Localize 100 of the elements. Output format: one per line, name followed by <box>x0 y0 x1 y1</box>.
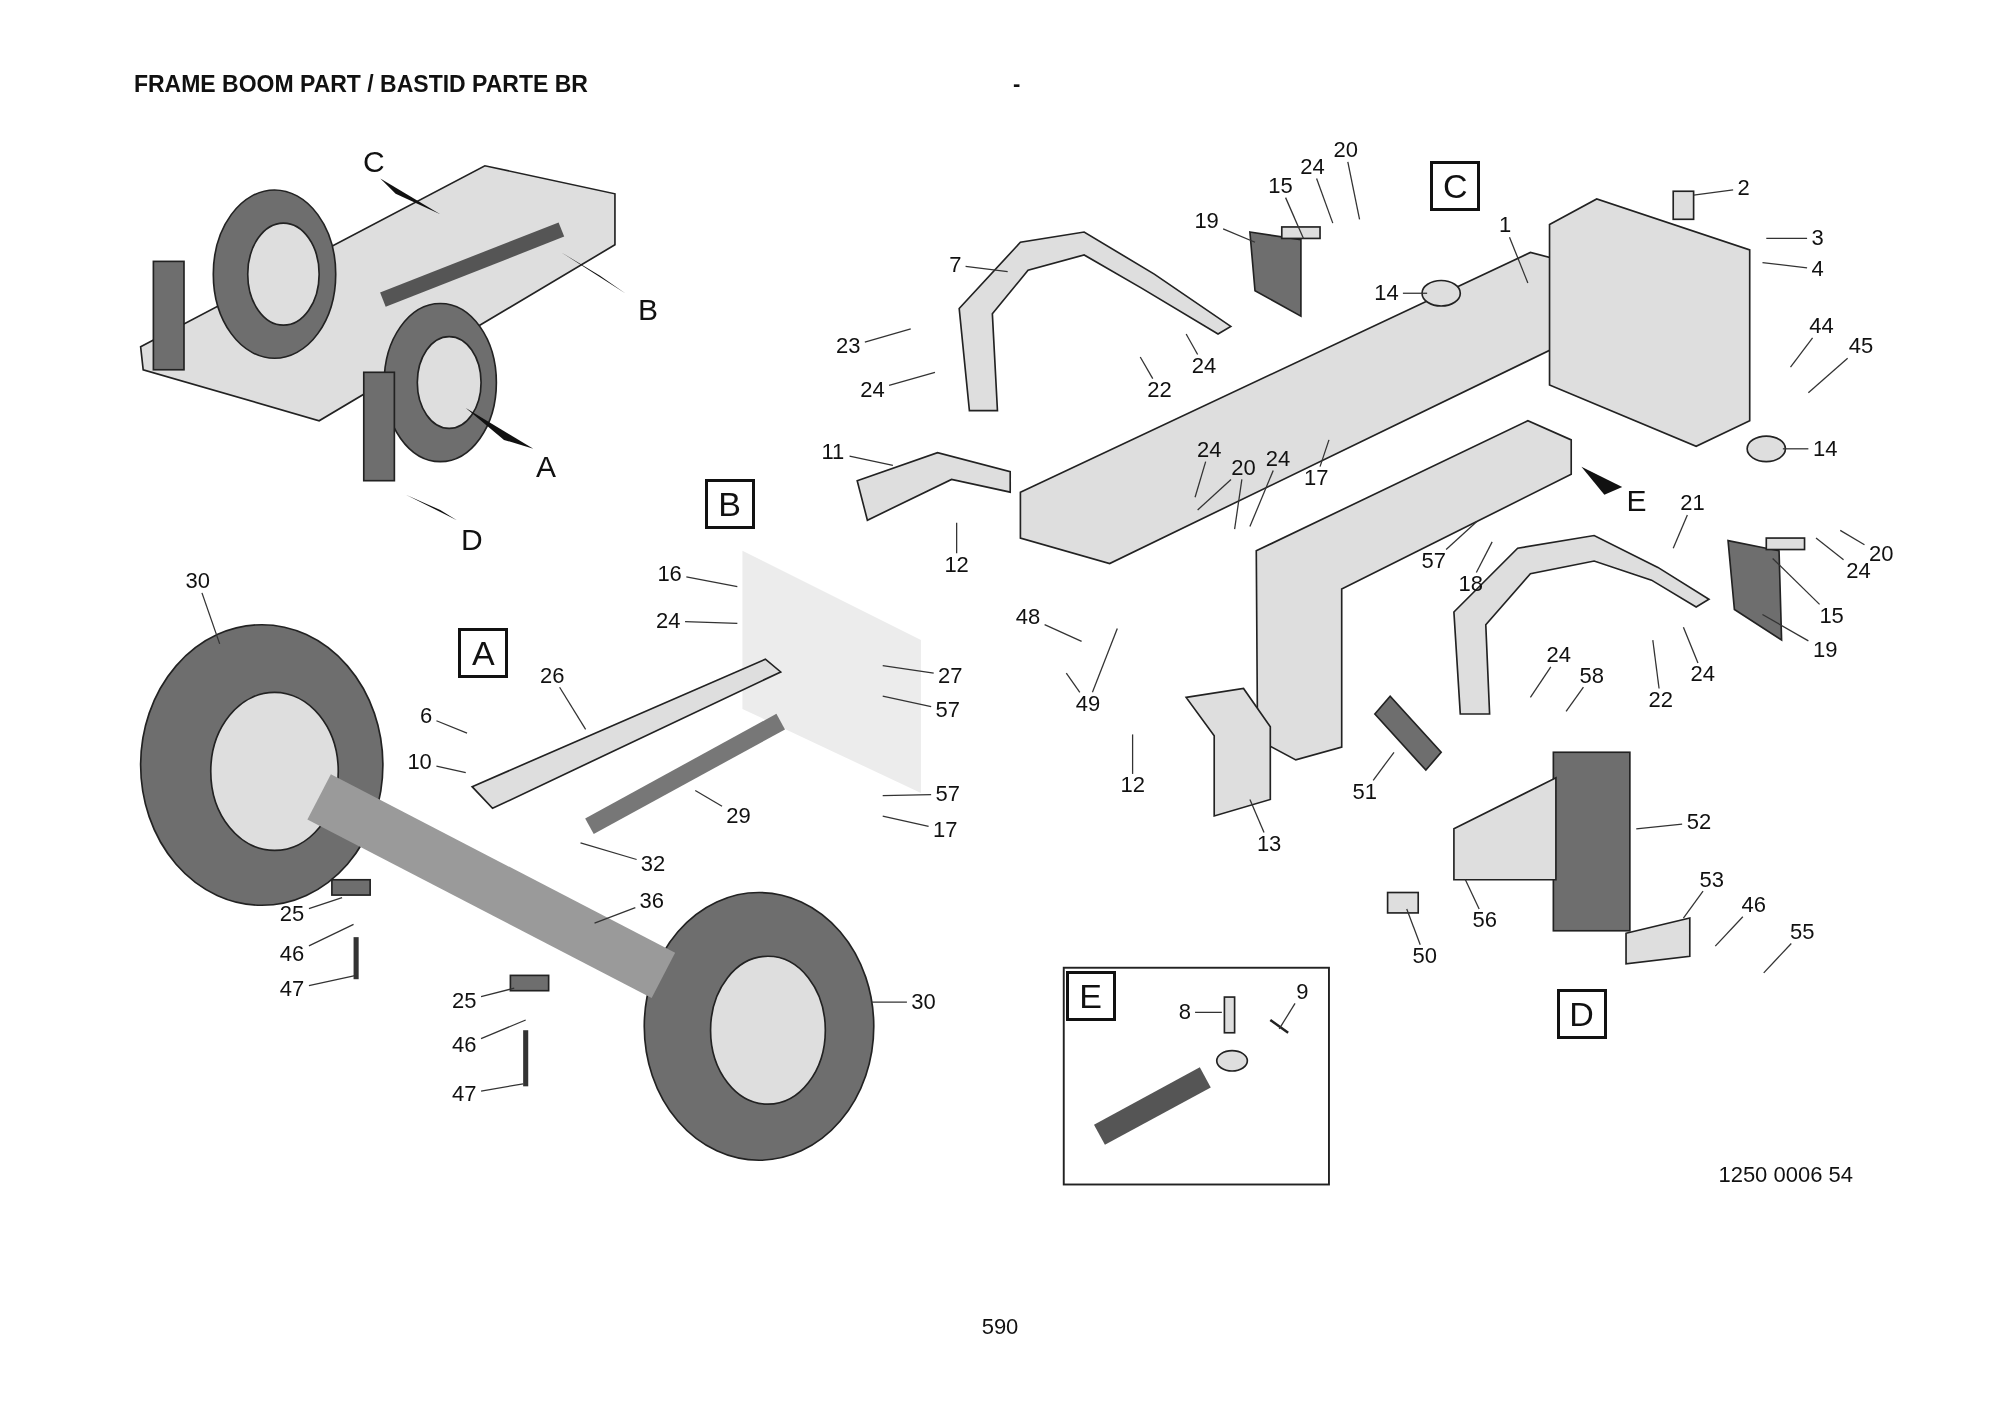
callout-number: 23 <box>831 335 865 359</box>
leader-line <box>888 371 936 387</box>
leader-line <box>1789 337 1814 368</box>
leader-line <box>848 455 894 466</box>
callout-number: 24 <box>855 378 889 402</box>
callout-number: 57 <box>931 698 965 722</box>
leader-line <box>1761 613 1809 642</box>
callout-number: 36 <box>635 890 669 914</box>
leader-line <box>1807 357 1849 394</box>
leader-line <box>579 842 638 861</box>
note-text: - <box>1012 73 1021 96</box>
callout-number: 21 <box>1676 492 1710 516</box>
leader-line <box>1635 823 1683 830</box>
view-marker-letter: B <box>637 294 658 325</box>
callout-number: 4 <box>1807 257 1828 281</box>
leader-line <box>1347 161 1361 220</box>
leader-line <box>308 897 343 910</box>
callout-number: 7 <box>945 253 966 277</box>
callout-number: 11 <box>816 441 850 465</box>
leader-line <box>1652 639 1660 690</box>
callout-number: 8 <box>1174 1001 1196 1025</box>
leader-line <box>480 987 515 998</box>
callout-number: 30 <box>906 991 941 1014</box>
leader-line <box>964 265 1009 273</box>
leader-line <box>1249 798 1265 834</box>
leader-line <box>870 1001 908 1003</box>
callout-number: 25 <box>275 903 309 926</box>
view-marker-letter: E <box>1626 486 1647 517</box>
callout-number: 57 <box>931 783 965 807</box>
callout-number: 2 <box>1733 177 1754 201</box>
leader-line <box>694 789 723 807</box>
callout-number: 46 <box>275 942 309 966</box>
callout-number: 27 <box>933 664 967 688</box>
leader-line <box>1839 529 1866 546</box>
leader-line <box>593 907 636 924</box>
callout-number: 24 <box>1295 155 1330 179</box>
callout-number: 14 <box>1369 281 1404 305</box>
leader-line <box>1091 627 1118 693</box>
leader-line <box>480 1083 524 1092</box>
leader-line <box>435 765 467 774</box>
callout-number: 1 <box>1494 214 1516 238</box>
callout-number: 46 <box>447 1034 481 1058</box>
leader-line <box>684 620 738 625</box>
callout-number: 16 <box>653 562 687 586</box>
callout-number: 17 <box>1299 466 1333 490</box>
note-text: 1250 0006 54 <box>1718 1163 1853 1186</box>
callout-number: 48 <box>1011 605 1045 629</box>
callout-number: 24 <box>1187 354 1221 378</box>
callout-number: 19 <box>1808 639 1842 662</box>
view-letter: C <box>1430 161 1481 212</box>
view-letter: A <box>458 628 509 679</box>
callout-number: 26 <box>535 664 569 688</box>
leader-line <box>558 686 587 730</box>
leader-line <box>882 794 932 797</box>
callout-number: 20 <box>1227 456 1261 480</box>
leader-line <box>1765 237 1808 240</box>
callout-number: 22 <box>1142 378 1176 402</box>
leader-line <box>1194 1011 1223 1013</box>
leader-line <box>1065 672 1081 693</box>
leader-line <box>308 974 357 987</box>
callout-number: 19 <box>1190 210 1224 234</box>
view-letter: E <box>1065 971 1116 1022</box>
callout-number: 17 <box>928 818 962 842</box>
leader-line <box>1692 189 1734 196</box>
leader-line <box>1222 228 1256 243</box>
callout-number: 45 <box>1844 335 1878 359</box>
leader-line <box>435 720 468 734</box>
callout-number: 24 <box>651 609 685 633</box>
leader-line <box>1464 879 1480 910</box>
callout-number: 9 <box>1292 980 1313 1004</box>
callout-number: 46 <box>1737 894 1771 918</box>
callout-number: 32 <box>636 853 670 877</box>
callout-number: 44 <box>1804 315 1838 338</box>
leader-line <box>201 592 221 645</box>
leader-line <box>1445 520 1478 551</box>
callout-number: 3 <box>1807 227 1828 250</box>
leader-line <box>1139 356 1154 380</box>
leader-line <box>1714 916 1744 947</box>
callout-number: 50 <box>1408 945 1442 969</box>
callout-number: 49 <box>1071 692 1105 716</box>
leader-line <box>1682 890 1704 919</box>
leader-line <box>1761 262 1808 269</box>
callout-number: 52 <box>1682 811 1716 835</box>
leader-line <box>1372 751 1395 781</box>
leader-line <box>882 664 935 674</box>
callout-number: 47 <box>275 978 309 1002</box>
callout-number: 15 <box>1264 174 1298 198</box>
leader-line <box>864 328 912 343</box>
callout-number: 13 <box>1252 832 1286 856</box>
view-marker-letter: C <box>362 147 385 177</box>
callout-number: 29 <box>721 804 756 828</box>
leader-line <box>1249 469 1274 528</box>
callout-number: 24 <box>1192 438 1226 462</box>
callout-number: 12 <box>1116 774 1150 798</box>
callout-number: 15 <box>1815 604 1849 628</box>
leader-line <box>882 695 932 708</box>
callout-number: 24 <box>1686 663 1720 687</box>
leader-line <box>1763 942 1792 974</box>
title: FRAME BOOM PART / BASTID PARTE BR <box>133 72 588 96</box>
leader-line <box>685 576 738 588</box>
